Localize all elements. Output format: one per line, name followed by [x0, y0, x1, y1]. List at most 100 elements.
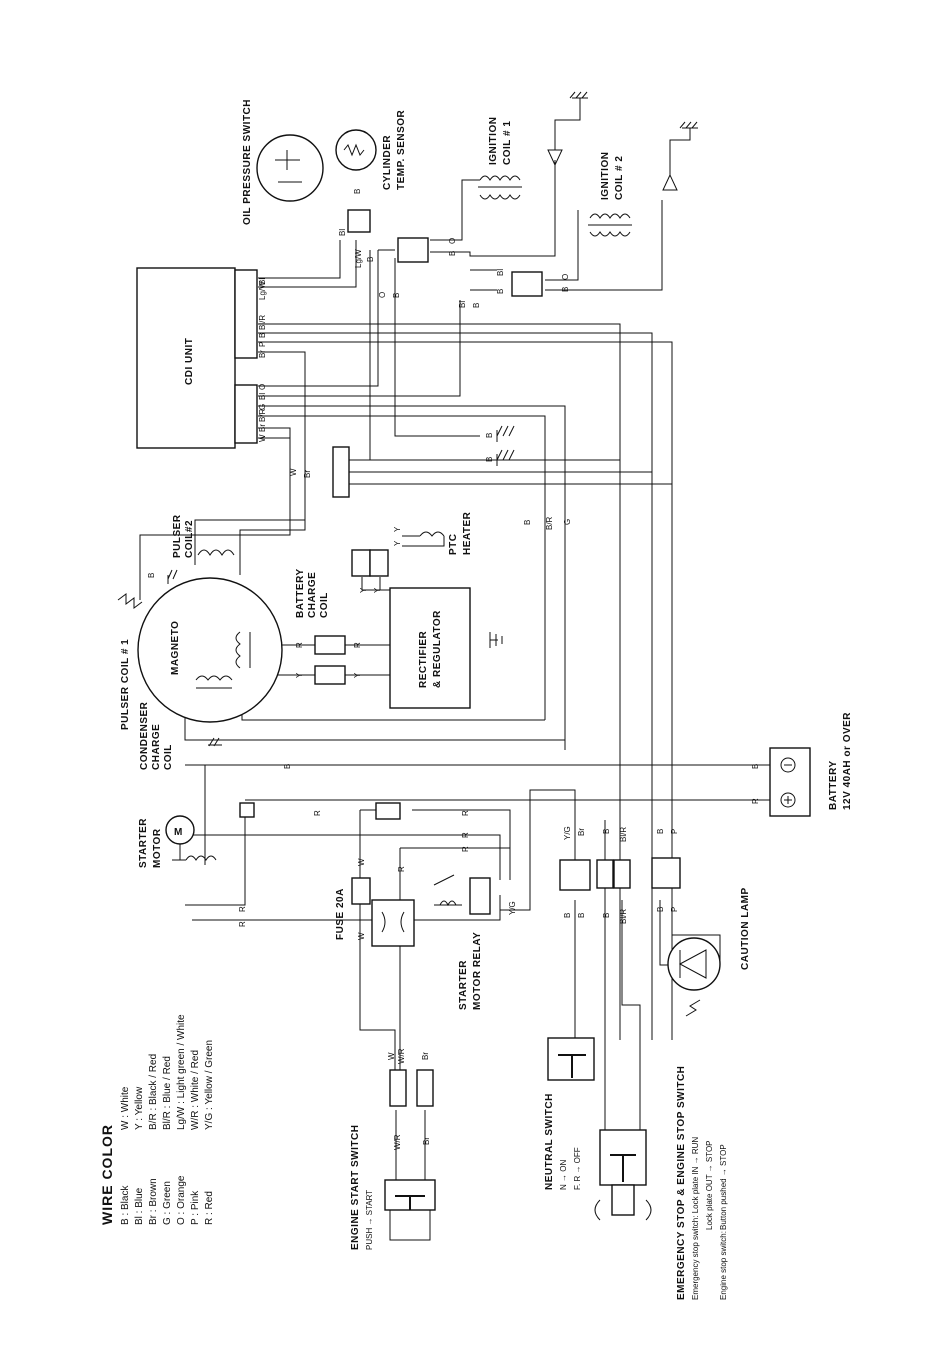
stop-switch-connector-b	[613, 859, 631, 889]
legend-left-3: G : Green	[162, 1181, 173, 1225]
oil-pressure-switch-label: OIL PRESSURE SWITCH	[242, 99, 253, 225]
svg-text:O: O	[448, 238, 457, 244]
svg-text:B: B	[147, 573, 156, 578]
svg-text:B: B	[602, 913, 611, 918]
svg-text:Y/G: Y/G	[563, 826, 572, 840]
starter-motor: M STARTER MOTOR	[138, 802, 255, 868]
svg-text:O: O	[561, 274, 570, 280]
ignition-coil-2-label-1: IGNITION	[600, 152, 611, 200]
svg-text:W: W	[387, 1052, 396, 1060]
wire-labels: Bl Lg/W Bl Lg/W B B Bl/R B P Br O Bl G B…	[147, 189, 760, 1150]
svg-text:B: B	[751, 764, 760, 769]
svg-text:R: R	[461, 810, 470, 816]
battery: BATTERY 12V 40AH or OVER	[769, 712, 853, 817]
svg-text:R: R	[238, 921, 247, 927]
svg-text:Br: Br	[422, 1137, 431, 1145]
neutral-switch-connector	[559, 859, 591, 891]
svg-text:W/R: W/R	[393, 1134, 402, 1150]
svg-text:R: R	[751, 798, 760, 804]
svg-text:Y: Y	[295, 672, 304, 678]
emergency-stop-label-1: EMERGENCY STOP & ENGINE STOP SWITCH	[676, 1066, 687, 1300]
emergency-stop-switch: EMERGENCY STOP & ENGINE STOP SWITCH Emer…	[594, 1066, 728, 1300]
svg-text:P: P	[258, 342, 267, 347]
engine-start-switch-label-1: ENGINE START SWITCH	[350, 1125, 361, 1250]
svg-text:Bl: Bl	[458, 301, 467, 308]
svg-text:O: O	[378, 292, 387, 298]
engine-start-switch: ENGINE START SWITCH PUSH → START	[350, 1069, 436, 1250]
svg-text:R: R	[353, 642, 362, 648]
legend-left-2: Br : Brown	[148, 1178, 159, 1225]
ignition-coil-2: IGNITION COIL # 2	[511, 121, 698, 297]
charge-coil-connector-y	[314, 665, 346, 685]
legend-right-5: W/R : White / Red	[190, 1050, 201, 1130]
svg-text:Y: Y	[393, 526, 402, 532]
svg-text:Bl: Bl	[496, 269, 505, 276]
ptc-heater: PTC HEATER	[351, 511, 473, 577]
legend-left-5: P : Pink	[190, 1190, 201, 1225]
ptc-heater-connector-b	[369, 549, 389, 577]
legend-right-3: Bl/R : Blue / Red	[162, 1056, 173, 1130]
starter-motor-relay-label-1: STARTER	[458, 960, 469, 1010]
svg-text:W: W	[357, 932, 366, 940]
svg-text:B: B	[366, 257, 375, 262]
rectifier-regulator-label-2: & REGULATOR	[432, 610, 443, 688]
ignition-coil-1: IGNITION COIL # 1	[397, 91, 588, 263]
battery-charge-coil-label-1: BATTERY	[295, 568, 306, 618]
svg-text:B: B	[448, 251, 457, 256]
rectifier-regulator: RECTIFIER & REGULATOR	[389, 587, 471, 709]
start-switch-connector-b	[416, 1069, 434, 1107]
svg-text:P: P	[670, 907, 679, 912]
emergency-stop-label-3: Lock plate OUT → STOP	[705, 1140, 714, 1230]
svg-text:Y: Y	[393, 540, 402, 546]
condenser-charge-coil-label-3: COIL	[163, 744, 174, 770]
battery-label-2: 12V 40AH or OVER	[842, 712, 853, 810]
neutral-switch: NEUTRAL SWITCH N → ON F. R → OFF	[544, 1037, 595, 1190]
svg-text:Br: Br	[258, 350, 267, 358]
emergency-stop-label-2: Emergency stop switch: Lock plate IN → R…	[691, 1137, 700, 1300]
svg-text:B: B	[258, 333, 267, 338]
caution-lamp-connector	[651, 857, 681, 889]
start-switch-connector-a	[389, 1069, 407, 1107]
svg-text:B: B	[656, 829, 665, 834]
svg-text:R: R	[397, 866, 406, 872]
svg-text:Y: Y	[353, 672, 362, 678]
caution-lamp: CAUTION LAMP	[667, 887, 751, 1017]
svg-text:B: B	[656, 907, 665, 912]
svg-text:R: R	[295, 642, 304, 648]
engine-start-switch-label-2: PUSH → START	[365, 1190, 374, 1250]
legend-left-0: B : Black	[120, 1185, 131, 1225]
magneto: MAGNETO	[117, 577, 283, 723]
svg-text:W: W	[258, 434, 267, 442]
neutral-switch-label-3: F. R → OFF	[573, 1147, 582, 1190]
svg-text:B/R: B/R	[545, 516, 554, 530]
battery-label-1: BATTERY	[828, 760, 839, 810]
charge-coil-connector-r	[314, 635, 346, 655]
pulser-coil-2-label-1: PULSER	[172, 514, 183, 558]
svg-text:B: B	[602, 829, 611, 834]
svg-text:R: R	[461, 832, 470, 838]
svg-text:W: W	[357, 858, 366, 866]
svg-text:Y: Y	[359, 587, 368, 593]
cylinder-temp-sensor-label-1: CYLINDER	[382, 135, 393, 190]
svg-text:O: O	[258, 384, 267, 390]
svg-text:B: B	[353, 189, 362, 194]
cdi-harness-connector	[332, 446, 350, 498]
svg-text:Br: Br	[258, 424, 267, 432]
svg-text:R: R	[238, 906, 247, 912]
battery-charge-coil-label-3: COIL	[319, 592, 330, 618]
ptc-heater-label-1: PTC	[448, 534, 459, 556]
svg-text:B: B	[577, 913, 586, 918]
wire-color-legend: WIRE COLOR B : Black Bl : Blue Br : Brow…	[99, 1014, 215, 1225]
neutral-switch-label-2: N → ON	[559, 1160, 568, 1190]
svg-text:Y: Y	[373, 587, 382, 593]
svg-text:B: B	[563, 913, 572, 918]
ground-icon	[167, 425, 515, 747]
svg-text:Bl/R: Bl/R	[619, 827, 628, 842]
legend-right-4: Lg/W : Light green / White	[176, 1014, 187, 1130]
svg-text:W: W	[289, 468, 298, 476]
svg-text:Bl/R: Bl/R	[258, 315, 267, 330]
cdi-unit-label: CDI UNIT	[184, 338, 195, 385]
pulser-coil-1-label: PULSER COIL # 1	[120, 639, 131, 730]
svg-text:B: B	[523, 520, 532, 525]
